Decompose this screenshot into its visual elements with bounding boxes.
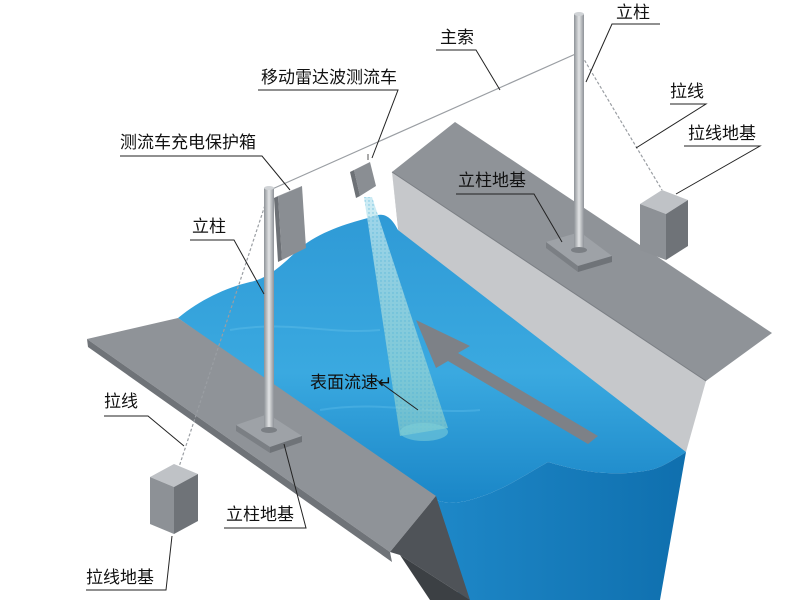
left-bank-wall-lower bbox=[400, 555, 470, 600]
post-right bbox=[546, 12, 612, 272]
guy-base-right bbox=[640, 190, 688, 260]
right-bank-slope bbox=[392, 172, 706, 452]
main-cable bbox=[269, 51, 581, 191]
label-post-right: 立柱 bbox=[616, 3, 650, 23]
charging-box bbox=[274, 186, 306, 262]
radar-beam bbox=[364, 197, 448, 441]
right-bank-end bbox=[392, 172, 400, 242]
water-surface bbox=[178, 214, 686, 503]
label-guy-base-left: 拉线地基 bbox=[86, 568, 154, 588]
label-guy-base-right: 拉线地基 bbox=[688, 124, 756, 144]
left-bank-wall bbox=[390, 496, 470, 600]
cables bbox=[177, 51, 663, 471]
label-charging-box: 测流车充电保护箱 bbox=[120, 133, 256, 153]
label-main-cable: 主索 bbox=[440, 28, 474, 48]
label-guy-wire-left: 拉线 bbox=[104, 392, 138, 412]
left-bank-edge bbox=[87, 339, 392, 562]
flow-direction-arrow bbox=[416, 320, 598, 444]
label-post-left: 立柱 bbox=[192, 217, 226, 237]
label-surface-velocity: 表面流速↵ bbox=[310, 373, 393, 393]
guy-base-left bbox=[150, 464, 198, 534]
label-post-base-right: 立柱地基 bbox=[458, 171, 526, 191]
post-right-pole bbox=[574, 14, 584, 250]
label-post-base-left: 立柱地基 bbox=[226, 505, 294, 525]
guy-wire-left bbox=[177, 195, 269, 471]
radar-car bbox=[350, 154, 376, 198]
post-left bbox=[236, 186, 302, 453]
guy-wire-right bbox=[581, 55, 663, 191]
leader-lines bbox=[86, 23, 762, 591]
label-radar-car: 移动雷达波测流车 bbox=[261, 68, 397, 88]
label-guy-wire-right: 拉线 bbox=[670, 82, 704, 102]
water-front-face bbox=[430, 452, 686, 600]
post-left-pole bbox=[264, 188, 274, 430]
